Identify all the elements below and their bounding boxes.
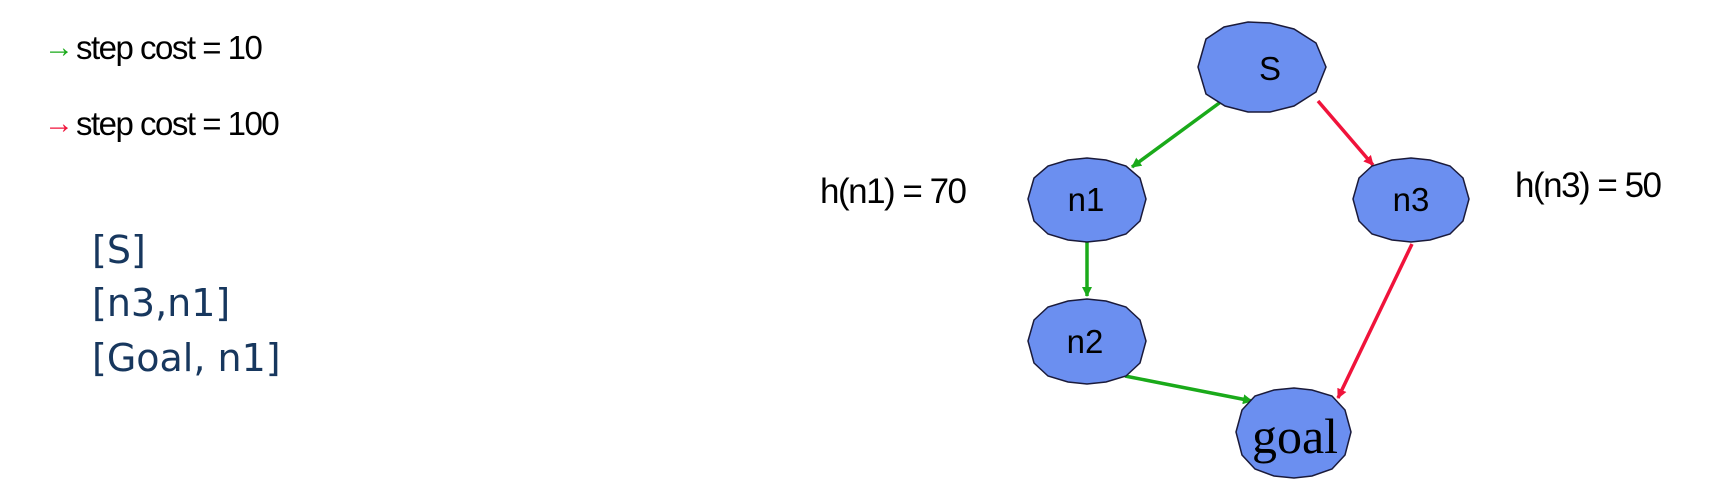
- edge-s-n3: [1316, 99, 1375, 167]
- node-n1-label: n1: [1068, 181, 1105, 218]
- edge-n2-goal: [1124, 374, 1253, 405]
- green-arrow-icon: →: [44, 31, 74, 64]
- node-n1: n1: [1027, 157, 1147, 243]
- legend-red-label: step cost = 100: [76, 105, 280, 142]
- heuristic-n1-label: h(n1) = 70: [820, 172, 967, 211]
- queue-state-2: [n3,n1]: [92, 281, 231, 325]
- node-goal: goal: [1235, 387, 1352, 479]
- red-arrow-icon: →: [44, 107, 74, 140]
- node-n2: n2: [1027, 298, 1147, 385]
- edge-s-n1: [1130, 99, 1224, 169]
- node-s: S: [1197, 21, 1327, 113]
- legend-green-step-cost: → step cost = 10: [44, 28, 263, 68]
- queue-state-3: [Goal, n1]: [92, 336, 281, 380]
- legend-red-step-cost: → step cost = 100: [44, 104, 280, 144]
- node-goal-label: goal: [1252, 408, 1338, 464]
- heuristic-n3-label: h(n3) = 50: [1515, 166, 1662, 205]
- node-s-label: S: [1259, 50, 1281, 87]
- edge-n3-goal: [1336, 243, 1414, 399]
- legend-green-label: step cost = 10: [76, 29, 263, 66]
- node-n3-label: n3: [1393, 181, 1430, 218]
- node-n2-label: n2: [1067, 323, 1104, 360]
- queue-state-1: [S]: [92, 228, 146, 272]
- node-n3: n3: [1352, 157, 1470, 243]
